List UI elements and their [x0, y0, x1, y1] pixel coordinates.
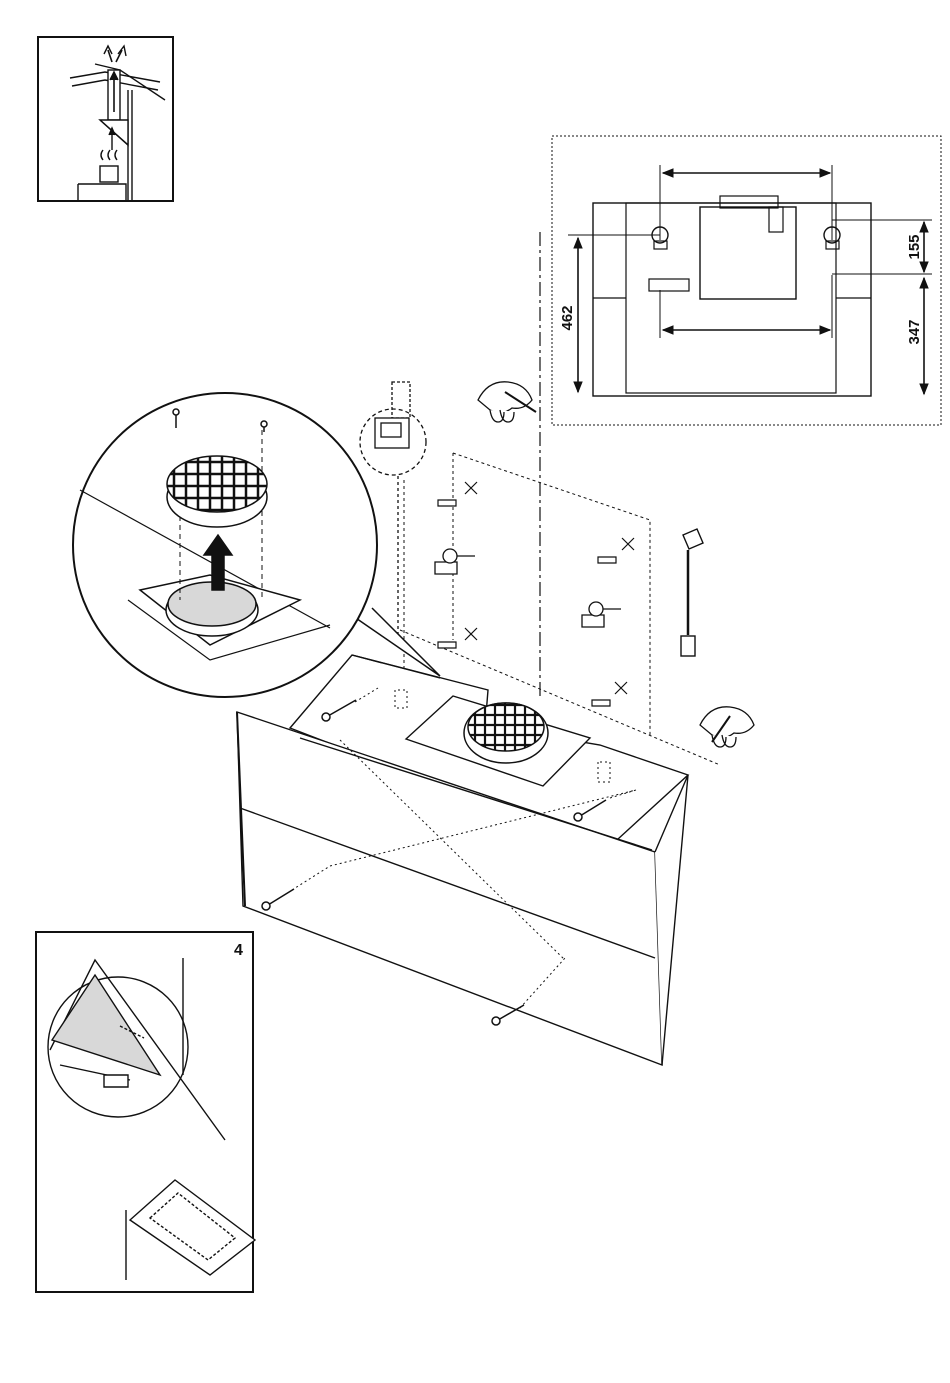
step-4-inset	[36, 932, 255, 1292]
wall-plugs	[438, 482, 634, 706]
ducted-mode-inset	[38, 37, 173, 201]
dimension-462: 462	[559, 305, 576, 330]
step-number: 4	[234, 942, 243, 959]
power-cord-icon	[681, 529, 703, 656]
pencil-hand-icon	[478, 382, 536, 422]
dimension-panel	[552, 136, 941, 425]
pencil-hand-icon-2	[700, 707, 754, 747]
dimension-155: 155	[906, 234, 923, 259]
hood-fan	[464, 703, 548, 763]
dimension-347: 347	[906, 319, 923, 344]
wall-brackets	[435, 549, 621, 627]
